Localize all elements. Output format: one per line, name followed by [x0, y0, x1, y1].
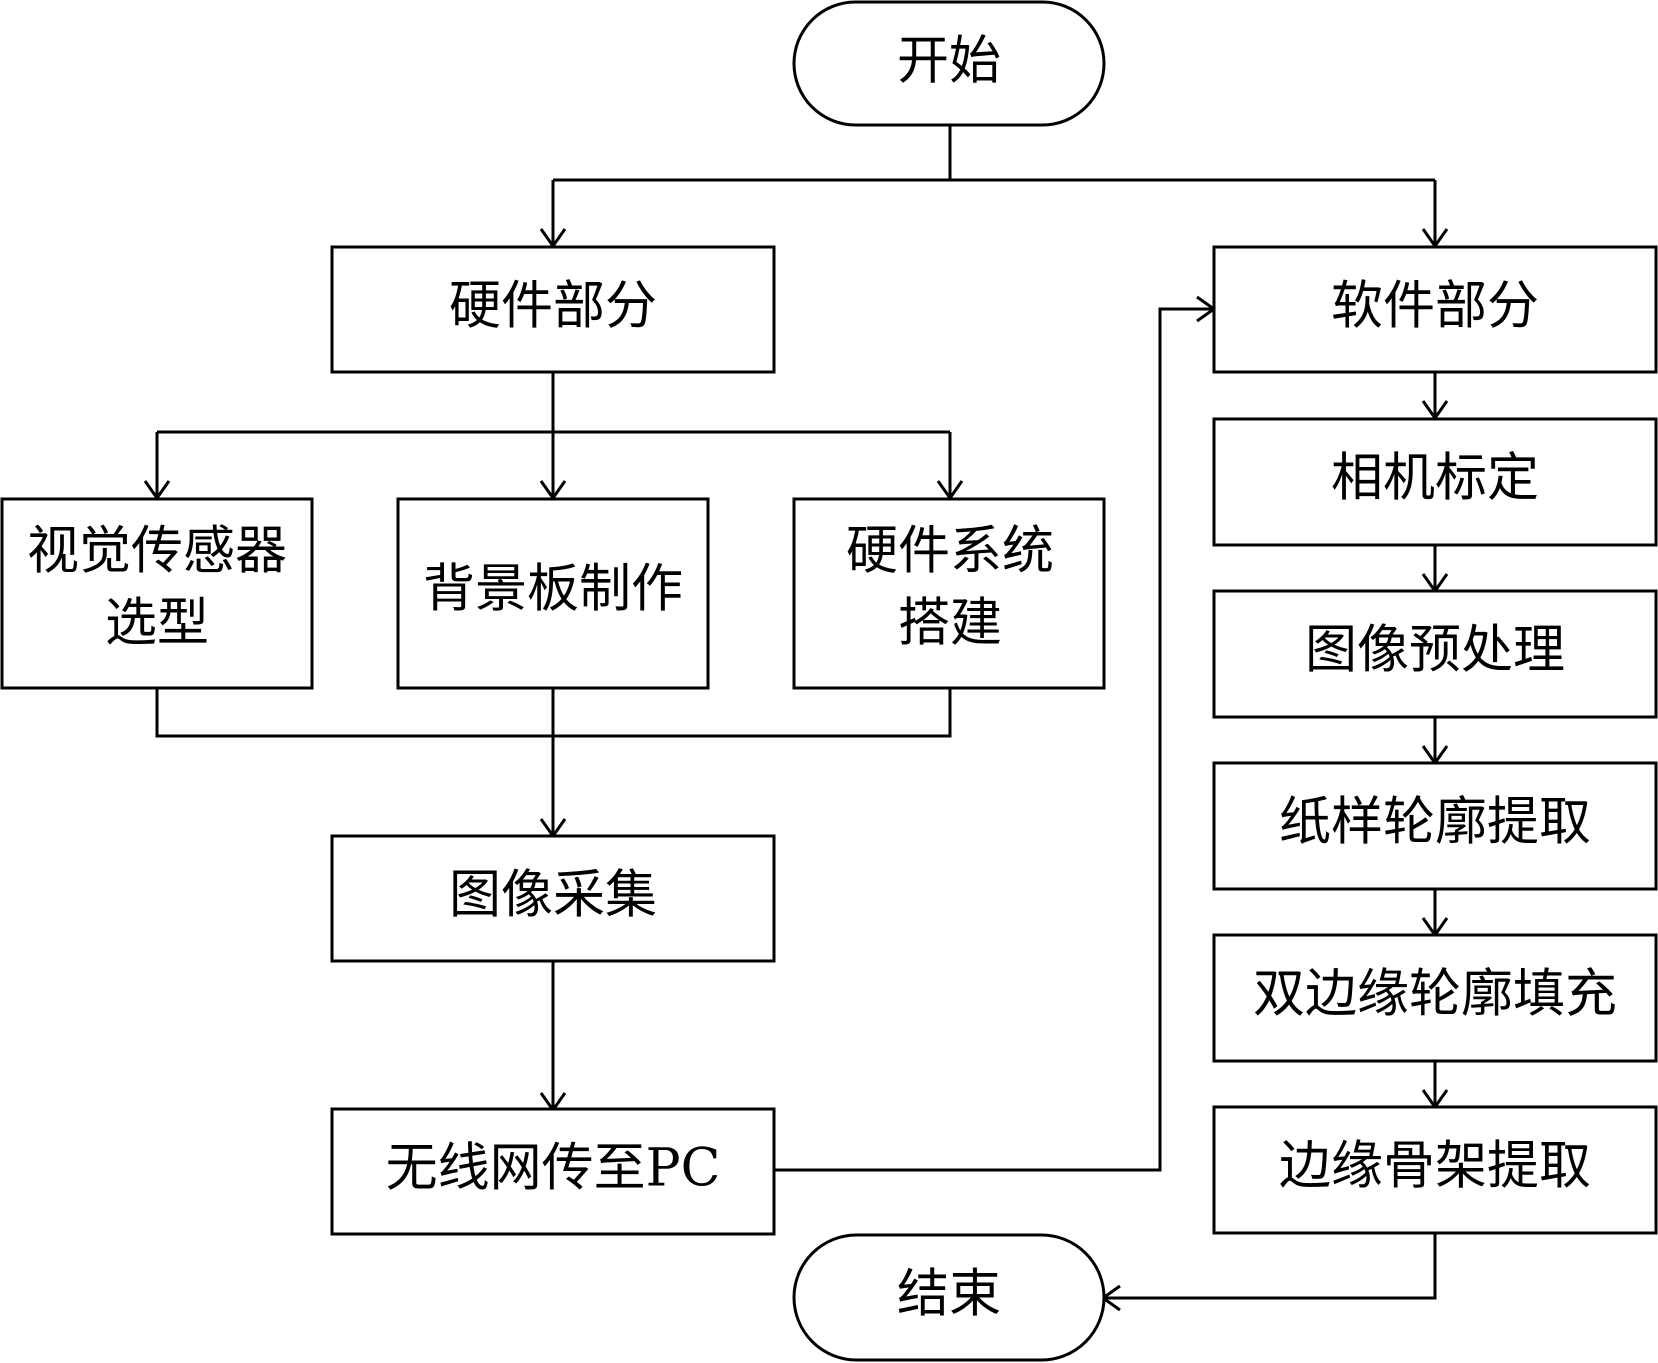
calibration-label: 相机标定 — [1331, 449, 1539, 509]
hardware-system-box: 硬件系统 搭建 — [792, 497, 1106, 690]
skeleton-box: 边缘骨架提取 — [1212, 1105, 1658, 1235]
connector-skeleton-end — [1104, 1233, 1437, 1300]
hwsys-label-line1: 硬件系统 — [846, 522, 1054, 582]
software-label: 软件部分 — [1331, 277, 1539, 337]
preprocess-box: 图像预处理 — [1212, 589, 1658, 719]
image-capture-box: 图像采集 — [330, 834, 776, 963]
wireless-label: 无线网传至PC — [386, 1139, 721, 1199]
wireless-box: 无线网传至PC — [330, 1107, 776, 1236]
background-board-box: 背景板制作 — [396, 497, 710, 690]
contour-box: 纸样轮廓提取 — [1212, 761, 1658, 891]
sensor-selection-box: 视觉传感器 选型 — [0, 497, 314, 690]
hwsys-label-line2: 搭建 — [898, 594, 1002, 654]
calibration-box: 相机标定 — [1212, 417, 1658, 547]
preprocess-label: 图像预处理 — [1305, 621, 1565, 681]
start-terminator: 开始 — [792, 0, 1106, 127]
end-terminator: 结束 — [792, 1233, 1106, 1362]
fill-box: 双边缘轮廓填充 — [1212, 933, 1658, 1063]
hardware-box: 硬件部分 — [330, 245, 776, 374]
connector-wireless-software — [774, 307, 1213, 1172]
contour-label: 纸样轮廓提取 — [1279, 793, 1591, 853]
start-label: 开始 — [897, 32, 1001, 92]
hardware-label: 硬件部分 — [449, 277, 657, 337]
sensor-label-line1: 视觉传感器 — [27, 522, 287, 582]
skeleton-label: 边缘骨架提取 — [1279, 1137, 1591, 1197]
capture-label: 图像采集 — [449, 866, 657, 926]
fill-label: 双边缘轮廓填充 — [1253, 965, 1617, 1025]
end-label: 结束 — [897, 1265, 1001, 1325]
sensor-label-line2: 选型 — [105, 594, 209, 654]
software-box: 软件部分 — [1212, 245, 1658, 374]
background-label: 背景板制作 — [423, 560, 683, 620]
